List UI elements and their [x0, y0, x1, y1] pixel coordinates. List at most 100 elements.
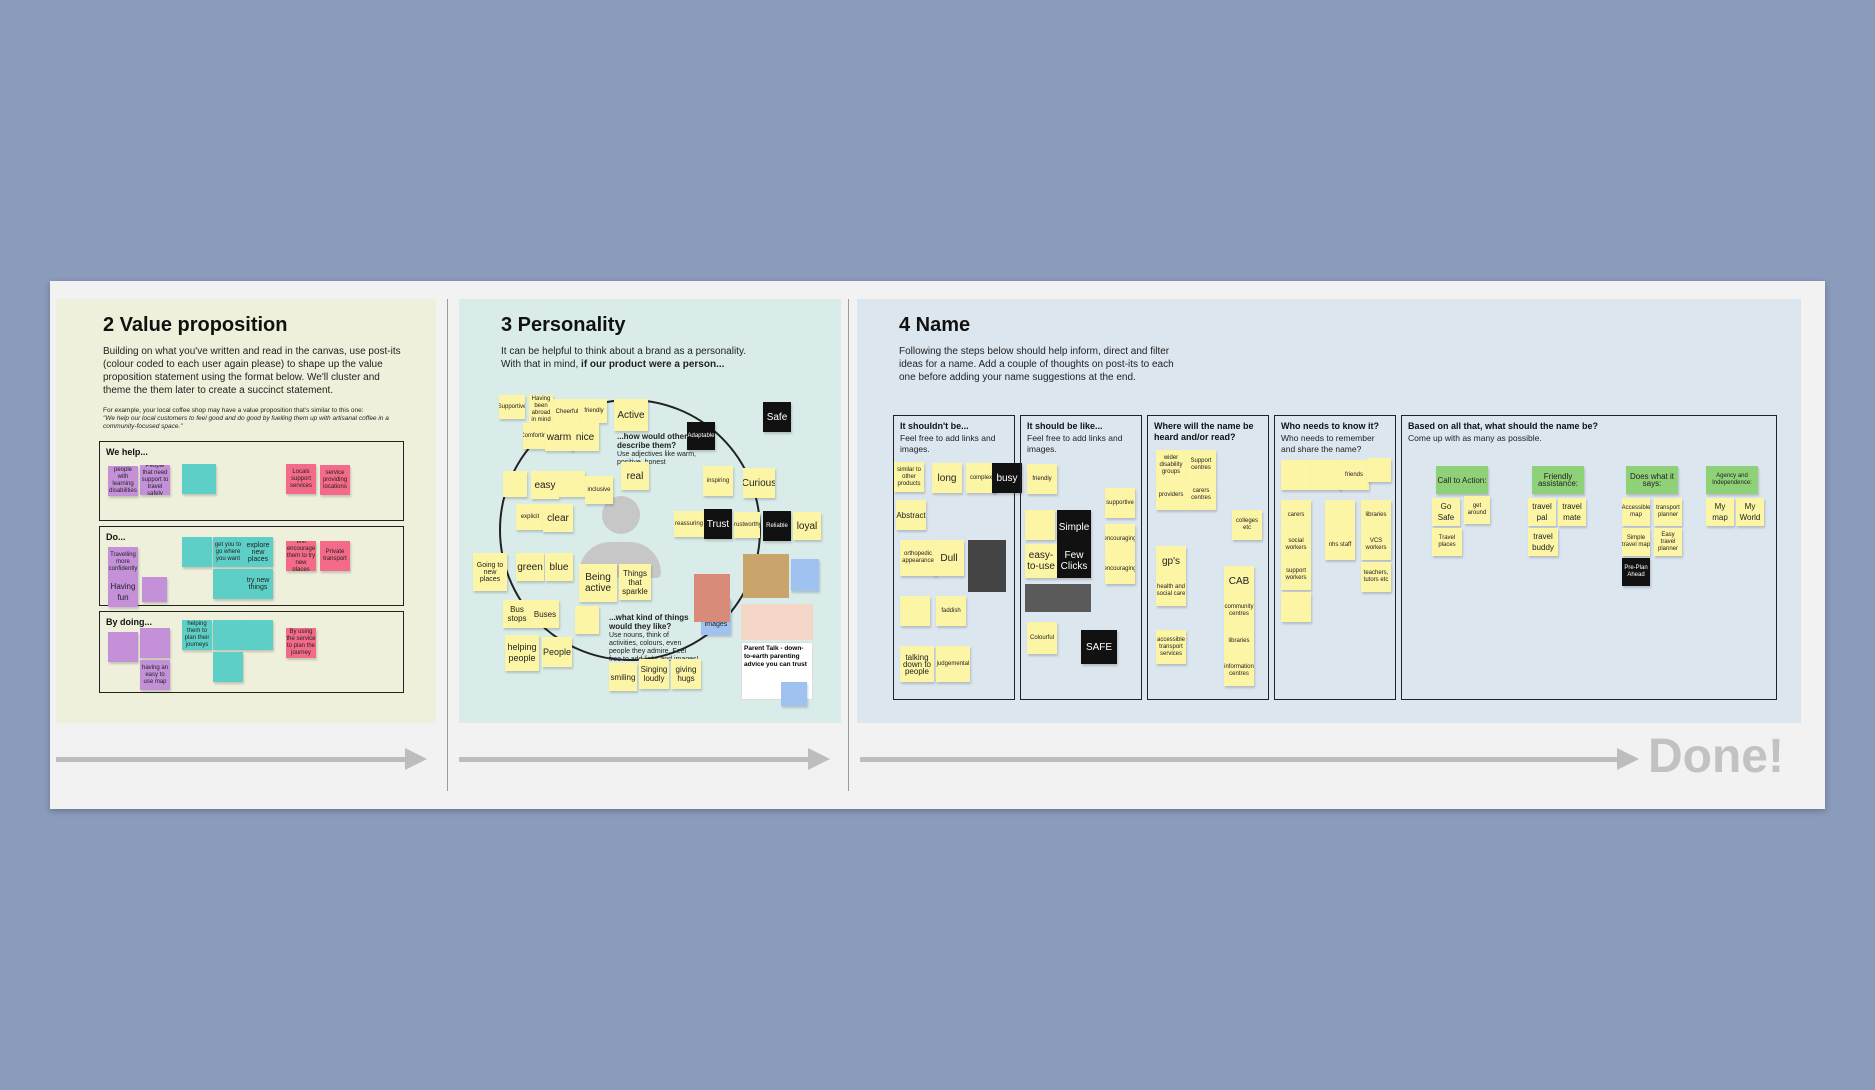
sticky-note[interactable]: Go Safe: [1432, 498, 1460, 526]
sticky-note[interactable]: inclusive: [585, 476, 613, 504]
sticky-note[interactable]: colleges etc: [1232, 510, 1262, 540]
shouldnt-be-box[interactable]: It shouldn't be... Feel free to add link…: [893, 415, 1022, 700]
sticky-note[interactable]: Dull: [934, 540, 964, 576]
sticky-note[interactable]: People: [542, 637, 572, 667]
sticky-note[interactable]: Few Clicks: [1057, 544, 1091, 578]
sticky-note[interactable]: Travel places: [1432, 528, 1462, 556]
photo-ghost[interactable]: [1025, 584, 1091, 612]
sticky-note[interactable]: get around: [1464, 496, 1490, 524]
sticky-note[interactable]: SAFE: [1081, 630, 1117, 664]
sticky-note[interactable]: carers centres: [1186, 480, 1216, 510]
sticky-note[interactable]: [1325, 500, 1355, 530]
sticky-note[interactable]: [108, 632, 138, 662]
sticky-note[interactable]: giving hugs: [671, 659, 701, 689]
sticky-note[interactable]: Support centres: [1186, 450, 1216, 480]
sticky-note[interactable]: Travelling more confidently: [108, 547, 138, 577]
sticky-note[interactable]: friendly: [581, 399, 607, 423]
photo-people[interactable]: [741, 604, 813, 640]
sticky-note[interactable]: helping people: [505, 635, 539, 671]
photo-family[interactable]: [694, 574, 730, 622]
sticky-note[interactable]: Simple travel map: [1622, 528, 1650, 556]
sticky-note[interactable]: Supportive: [499, 395, 525, 419]
sticky-note[interactable]: social workers: [1281, 530, 1311, 560]
sticky-note[interactable]: warm: [545, 423, 573, 451]
sticky-note[interactable]: smiling: [609, 663, 637, 691]
sticky-note[interactable]: Safe: [763, 402, 791, 432]
sticky-note[interactable]: Abstract: [896, 500, 926, 530]
sticky-note[interactable]: [142, 577, 167, 602]
sticky-note[interactable]: Simple: [1057, 510, 1091, 544]
sticky-note[interactable]: [781, 682, 807, 706]
sticky-note[interactable]: My map: [1706, 498, 1734, 526]
sticky-note[interactable]: Bus stops: [503, 600, 531, 628]
by-doing-box[interactable]: By doing... having an easy to use map he…: [99, 611, 404, 693]
sticky-note[interactable]: libraries: [1361, 500, 1391, 530]
sticky-note[interactable]: long: [932, 463, 962, 493]
sticky-note[interactable]: Singing loudly: [639, 659, 669, 689]
sticky-note[interactable]: Buses: [531, 600, 559, 628]
photo-person[interactable]: [968, 540, 1006, 592]
sticky-note[interactable]: [1281, 592, 1311, 622]
sticky-note[interactable]: Reliable: [763, 511, 791, 541]
we-help-box[interactable]: We help... people with learning disabili…: [99, 441, 404, 521]
sticky-note[interactable]: having an easy to use map: [140, 660, 170, 690]
sticky-note[interactable]: Curious: [743, 468, 775, 498]
sticky-note[interactable]: [213, 652, 243, 682]
should-be-like-box[interactable]: It should be like... Feel free to add li…: [1020, 415, 1142, 700]
sticky-note[interactable]: [213, 620, 243, 650]
sticky-note[interactable]: similar to other products: [894, 462, 924, 492]
sticky-note[interactable]: People that need support to travel safel…: [140, 465, 170, 495]
sticky-note[interactable]: Comforting: [523, 423, 547, 449]
name-suggestions-box[interactable]: Based on all that, what should the name …: [1401, 415, 1777, 700]
sticky-note[interactable]: Trust: [704, 509, 732, 539]
sticky-note[interactable]: try new things: [243, 569, 273, 599]
sticky-note[interactable]: Things that sparkle: [619, 564, 651, 600]
sticky-note[interactable]: blue: [545, 553, 573, 581]
sticky-note[interactable]: Will encourage them to try new places: [286, 541, 316, 571]
sticky-note[interactable]: real: [621, 462, 649, 490]
sticky-note[interactable]: green: [516, 553, 544, 581]
sticky-note[interactable]: friendly: [1027, 464, 1057, 494]
sticky-note[interactable]: encouraging: [1105, 524, 1135, 554]
sticky-note[interactable]: health and social care: [1156, 576, 1186, 606]
sticky-note[interactable]: friends: [1339, 460, 1369, 490]
where-heard-box[interactable]: Where will the name be heard and/or read…: [1147, 415, 1269, 700]
sticky-note[interactable]: [1025, 510, 1055, 540]
sticky-note[interactable]: easy: [531, 471, 559, 499]
sticky-note[interactable]: gp's: [1156, 546, 1186, 576]
sticky-note[interactable]: providers: [1156, 480, 1186, 510]
photo-dog[interactable]: [743, 554, 789, 598]
who-needs-box[interactable]: Who needs to know it? Who needs to remem…: [1274, 415, 1396, 700]
sticky-note[interactable]: teachers, tutors etc: [1361, 562, 1391, 592]
sticky-note[interactable]: information centres: [1224, 656, 1254, 686]
sticky-note[interactable]: support workers: [1281, 560, 1311, 590]
sticky-note[interactable]: wider disability groups: [1156, 450, 1186, 480]
sticky-note[interactable]: travel mate: [1558, 498, 1586, 526]
sticky-note[interactable]: community centres: [1224, 596, 1254, 626]
sticky-note[interactable]: nice: [571, 423, 599, 451]
sticky-note[interactable]: [1311, 460, 1341, 490]
sticky-note[interactable]: [900, 596, 930, 626]
sticky-note[interactable]: transport planner: [1654, 498, 1682, 526]
category-note[interactable]: Friendly assistance:: [1532, 466, 1584, 494]
sticky-note[interactable]: loyal: [793, 512, 821, 540]
sticky-note[interactable]: clear: [543, 504, 573, 532]
sticky-note[interactable]: encouraging: [1105, 554, 1135, 584]
sticky-note[interactable]: complex: [966, 463, 996, 493]
sticky-note[interactable]: Private transport: [320, 541, 350, 571]
sticky-note[interactable]: [559, 471, 585, 497]
sticky-note[interactable]: By using the service to plan the journey: [286, 628, 316, 658]
sticky-note[interactable]: busy: [992, 463, 1022, 493]
sticky-note[interactable]: Having been abroad in mind: [529, 395, 553, 425]
sticky-note[interactable]: My World: [1736, 498, 1764, 526]
sticky-note[interactable]: helping them to plan their journeys: [182, 620, 212, 650]
sticky-note[interactable]: [140, 628, 170, 658]
sticky-note[interactable]: Colourful: [1027, 622, 1057, 654]
sticky-note[interactable]: VCS workers: [1361, 530, 1391, 560]
sticky-note[interactable]: travel pal: [1528, 498, 1556, 526]
sticky-note[interactable]: carers: [1281, 500, 1311, 530]
category-note[interactable]: Call to Action:: [1436, 466, 1488, 494]
sticky-note[interactable]: Pre-Plan Ahead: [1622, 558, 1650, 586]
sticky-note[interactable]: explicit: [516, 504, 544, 530]
